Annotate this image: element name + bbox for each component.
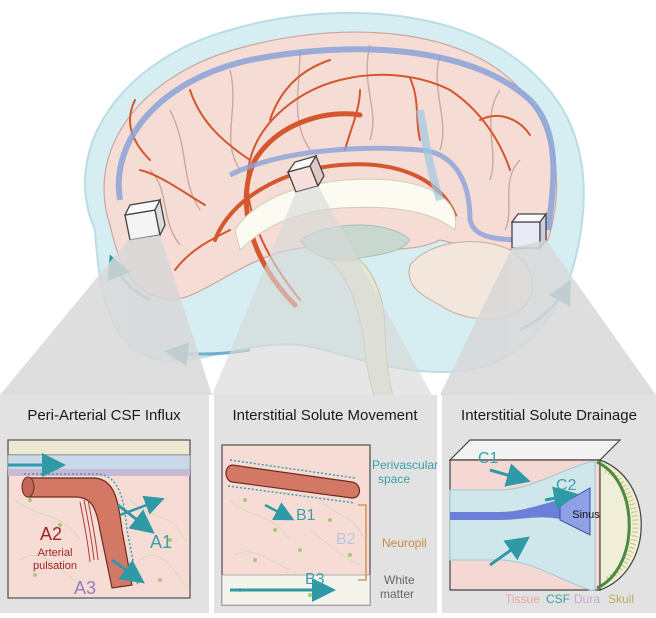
cube-marker-front [123,198,166,241]
straight-sinus-flow [228,145,541,243]
projection-cones [0,186,656,395]
influx-arrow-out [119,495,165,517]
panel-drainage: Interstitial Solute Drainage C1 C2 Sinus… [442,395,656,613]
movement-perivascular-space [227,459,356,504]
label-space: space [378,472,410,486]
movement-neuropil-lines [229,499,366,571]
drainage-skull-side [599,459,642,591]
sinus-shape [559,487,591,536]
panel-drainage-title: Interstitial Solute Drainage [461,407,637,424]
sagittal-sinus-flow [115,46,557,231]
label-c1: C1 [478,450,499,467]
cube-marker-top [286,154,325,193]
label-b3: B3 [305,571,325,588]
label-b1: B1 [296,507,316,524]
label-neuropil: Neuropil [382,536,427,550]
legend-tissue: Tissue [505,592,540,606]
label-white: White [384,573,415,587]
drainage-block-top [448,439,622,461]
label-a2: A2 [40,524,62,544]
drainage-dura-line [596,460,631,590]
pulsation-marks [79,499,99,563]
drainage-arrow-lower [489,536,530,567]
influx-arrow-a3 [111,558,145,584]
panel-influx: Peri-Arterial CSF Influx A1 A2 Arterial … [0,395,209,613]
label-b2: B2 [336,531,356,548]
influx-perivascular-space [24,473,139,587]
label-a3: A3 [74,578,96,598]
influx-dura-layer [8,470,190,476]
movement-cells [238,498,352,597]
cube-marker-back [510,212,548,250]
movement-arrow-b1 [264,502,295,521]
legend-dura: Dura [574,592,600,606]
label-sinus: Sinus [572,509,600,521]
drainage-arrow-c2 [544,486,578,511]
influx-csf-layer [7,454,191,471]
influx-artery [27,477,133,589]
influx-neuropil-lines [14,499,189,591]
sulci [149,44,521,246]
label-pulsation: pulsation [33,560,77,572]
vein-flow [416,109,444,202]
label-c2: C2 [556,477,577,494]
drainage-vessel [450,498,565,520]
influx-arrow-a1 [117,503,155,534]
label-perivascular: Perivascular [372,458,438,472]
major-artery [243,111,363,308]
influx-skull-layer [7,439,191,456]
label-a1: A1 [150,532,172,552]
panel-influx-title: Peri-Arterial CSF Influx [27,407,181,424]
influx-artery-end [21,476,35,498]
label-arterial: Arterial [38,547,73,559]
panel-movement-title: Interstitial Solute Movement [232,407,418,424]
legend-skull: Skull [608,592,634,606]
brain-illustration [84,11,585,411]
legend-csf: CSF [546,592,570,606]
movement-artery [225,464,361,499]
panel-movement: Interstitial Solute Movement Perivascula… [214,395,438,613]
neuropil-bracket [358,504,367,581]
label-matter: matter [380,587,414,601]
drainage-arrow-c1 [489,463,531,487]
